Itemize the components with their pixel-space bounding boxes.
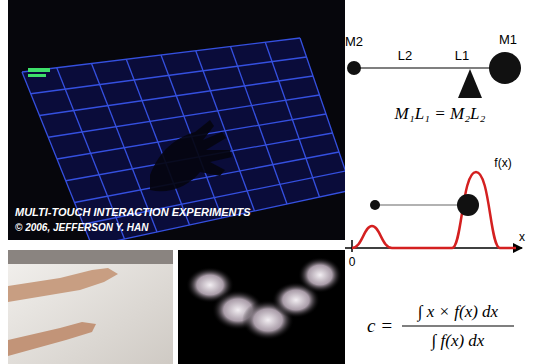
formula-numerator: ∫ x × f(x) dx [418,303,498,322]
grid-line [300,38,345,190]
length-label: L1 [455,49,469,63]
photo-credit: © 2006, JEFFERSON Y. HAN [15,222,149,233]
formula-lhs: c = [367,316,393,337]
touch-screen-photo [8,0,345,240]
grid-line [231,47,288,205]
lever-diagram [347,52,521,98]
grid-line [265,42,319,197]
mass-label: M1 [499,33,517,47]
axis-label: x [519,231,525,244]
formula-denominator: ∫ f(x) dx [432,332,485,351]
axis-origin: 0 [349,256,356,269]
lever-equation: M₁L₁ = M₂L₂ [395,105,486,124]
density-graph [345,172,522,252]
touch-blob-image [178,250,345,364]
hands-photo [8,250,173,364]
function-label: f(x) [494,157,511,170]
length-label: L2 [398,49,412,63]
photo-caption: MULTI-TOUCH INTERACTION EXPERIMENTS [15,206,250,218]
mass-label: M2 [345,35,363,49]
fraction-bar [402,325,514,326]
